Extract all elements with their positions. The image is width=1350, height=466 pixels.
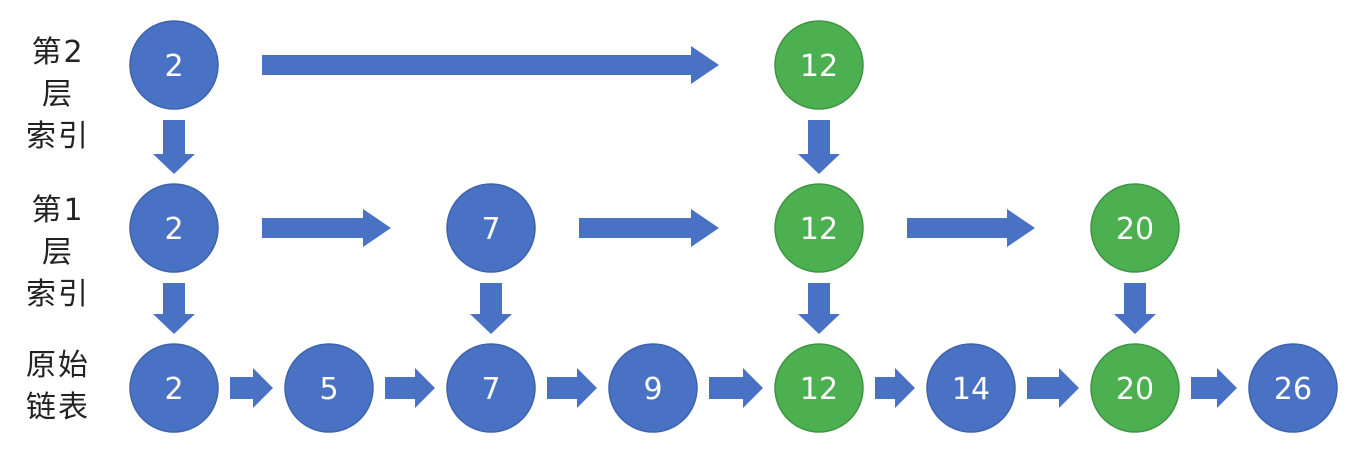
node-level2-0: 2 [129,20,219,110]
node-circle [1090,343,1180,433]
node-value: 20 [1116,372,1154,407]
node-value: 2 [164,49,183,84]
arrow-base-1 [385,368,435,408]
node-base-4: 12 [774,343,864,433]
node-circle [446,183,536,273]
row-label-level-2-line2: 索引 [26,119,90,154]
arrow-base-2 [547,368,597,408]
node-level1-0: 2 [129,183,219,273]
row-label-level-1-line1: 第1层 [31,193,85,270]
node-value: 9 [643,372,662,407]
arrow-base-6 [1191,368,1237,408]
arrow-base-3 [709,368,763,408]
down-arrow-level1-2 [798,283,840,334]
node-base-0: 2 [129,343,219,433]
node-base-3: 9 [608,343,698,433]
node-circle [608,343,698,433]
node-circle [1090,183,1180,273]
node-circle [284,343,374,433]
arrow-base-0 [230,368,273,408]
row-label-base-line1: 原始 [26,348,90,383]
node-level1-1: 7 [446,183,536,273]
node-value: 12 [800,372,838,407]
node-circle [129,20,219,110]
down-arrow-level1-3 [1114,283,1156,334]
node-circle [129,183,219,273]
down-arrow-level2-0 [153,120,195,174]
node-base-1: 5 [284,343,374,433]
node-value: 12 [800,49,838,84]
node-level2-1: 12 [774,20,864,110]
node-value: 20 [1116,212,1154,247]
node-level1-3: 20 [1090,183,1180,273]
arrow-level2-0 [262,46,719,84]
node-value: 12 [800,212,838,247]
arrow-base-5 [1027,368,1079,408]
node-circle [926,343,1016,433]
arrow-level1-2 [907,209,1035,247]
node-circle [446,343,536,433]
arrow-base-4 [875,368,915,408]
node-value: 2 [164,212,183,247]
node-level1-2: 12 [774,183,864,273]
down-arrow-level1-0 [153,283,195,334]
node-value: 26 [1274,372,1312,407]
node-value: 7 [481,212,500,247]
down-arrow-level1-1 [470,283,512,334]
row-label-level-2-line1: 第2层 [31,35,85,112]
node-value: 2 [164,372,183,407]
node-base-5: 14 [926,343,1016,433]
node-base-2: 7 [446,343,536,433]
node-base-6: 20 [1090,343,1180,433]
row-label-base: 原始 链表 [18,345,98,429]
node-circle [774,183,864,273]
node-circle [1248,343,1338,433]
row-label-level-1-line2: 索引 [26,277,90,312]
node-circle [129,343,219,433]
node-circle [774,20,864,110]
node-value: 7 [481,372,500,407]
row-label-base-line2: 链表 [26,390,90,425]
node-value: 14 [952,372,990,407]
node-value: 5 [319,372,338,407]
node-base-7: 26 [1248,343,1338,433]
down-arrow-level2-1 [798,120,840,174]
row-label-level-1: 第1层 索引 [18,190,98,316]
arrow-level1-1 [579,209,719,247]
arrow-level1-0 [262,209,391,247]
row-label-level-2: 第2层 索引 [18,32,98,158]
node-circle [774,343,864,433]
